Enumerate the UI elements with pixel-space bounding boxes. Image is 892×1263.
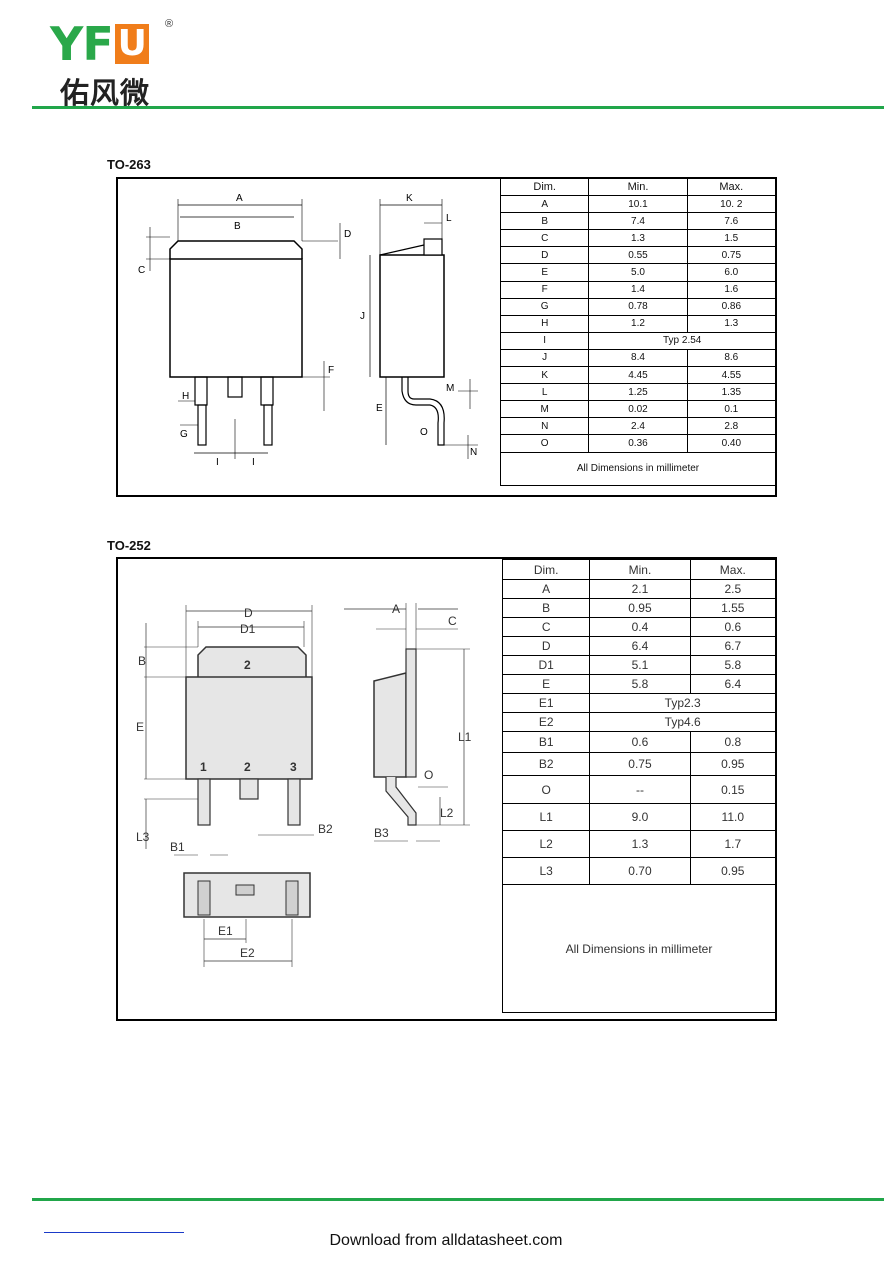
- to263-label-i2: I: [252, 457, 255, 468]
- footer-rule: [32, 1198, 884, 1201]
- to252-label-pin3: 3: [290, 760, 297, 774]
- to252-label-e: E: [136, 720, 144, 734]
- to252-label-b2: B2: [318, 822, 333, 836]
- header-dim: Dim.: [499, 177, 590, 197]
- header-min: Min.: [588, 177, 688, 197]
- to252-label-e1: E1: [218, 924, 233, 938]
- to263-label-m: M: [446, 383, 454, 394]
- to252-panel: D D1 A C B E L1 2 1 2 3 O L2 L3 B1 B2 B3…: [116, 557, 777, 1021]
- to252-label-a: A: [392, 602, 400, 616]
- to263-label-j: J: [360, 311, 365, 322]
- to263-label-f: F: [328, 365, 334, 376]
- to252-label-b3: B3: [374, 826, 389, 840]
- to263-label-i1: I: [216, 457, 219, 468]
- to263-label-n: N: [470, 447, 477, 458]
- to252-label-e2: E2: [240, 946, 255, 960]
- to263-label-l: L: [446, 213, 452, 224]
- to263-units-note: All Dimensions in millimeter: [500, 451, 776, 486]
- to252-label-l2: L2: [440, 806, 454, 820]
- to252-label-l3: L3: [136, 830, 150, 844]
- to263-label-d: D: [344, 229, 351, 240]
- to252-units-note: All Dimensions in millimeter: [502, 884, 776, 1013]
- to252-label-b1: B1: [170, 840, 185, 854]
- to252-title: TO-252: [107, 538, 151, 553]
- table-note-row: All Dimensions in millimeter: [500, 451, 776, 486]
- table-header-row: Dim. Min. Max.: [499, 177, 777, 197]
- to252-label-c: C: [448, 614, 457, 628]
- to252-label-o: O: [424, 768, 433, 782]
- header-dim: Dim.: [501, 559, 591, 580]
- header-max: Max.: [686, 177, 777, 197]
- to263-panel: A B C D E F G H I I J K L M N O Dim. Min…: [116, 177, 777, 497]
- to252-label-l1: L1: [458, 730, 472, 744]
- logo-chinese-name: 佑风微: [60, 76, 151, 110]
- download-source-text: Download from alldatasheet.com: [329, 1232, 563, 1249]
- to252-drawing: D D1 A C B E L1 2 1 2 3 O L2 L3 B1 B2 B3…: [136, 602, 472, 967]
- table-row: O--0.15: [501, 775, 777, 804]
- footer-link-underline[interactable]: [44, 1232, 184, 1233]
- to263-label-c: C: [138, 265, 145, 276]
- header-min: Min.: [589, 559, 691, 580]
- registered-mark: ®: [165, 18, 174, 30]
- to263-label-h: H: [182, 391, 189, 402]
- header-max: Max.: [689, 559, 777, 580]
- header-rule: [32, 106, 884, 109]
- table-header-row: Dim. Min. Max.: [501, 559, 777, 580]
- to263-label-e: E: [376, 403, 383, 414]
- to263-label-a: A: [236, 193, 243, 204]
- to263-label-o: O: [420, 427, 428, 438]
- table-note-row: All Dimensions in millimeter: [502, 884, 776, 1013]
- to263-title: TO-263: [107, 157, 151, 172]
- to263-label-k: K: [406, 193, 413, 204]
- to252-label-d1: D1: [240, 622, 256, 636]
- to252-label-d: D: [244, 606, 253, 620]
- to252-label-tab: 2: [244, 658, 251, 672]
- to263-label-b: B: [234, 221, 241, 232]
- to252-label-pin1: 1: [200, 760, 207, 774]
- to263-drawing: A B C D E F G H I I J K L M N O: [138, 193, 478, 468]
- to252-label-pin2: 2: [244, 760, 251, 774]
- to263-label-g: G: [180, 429, 188, 440]
- to252-label-b: B: [138, 654, 146, 668]
